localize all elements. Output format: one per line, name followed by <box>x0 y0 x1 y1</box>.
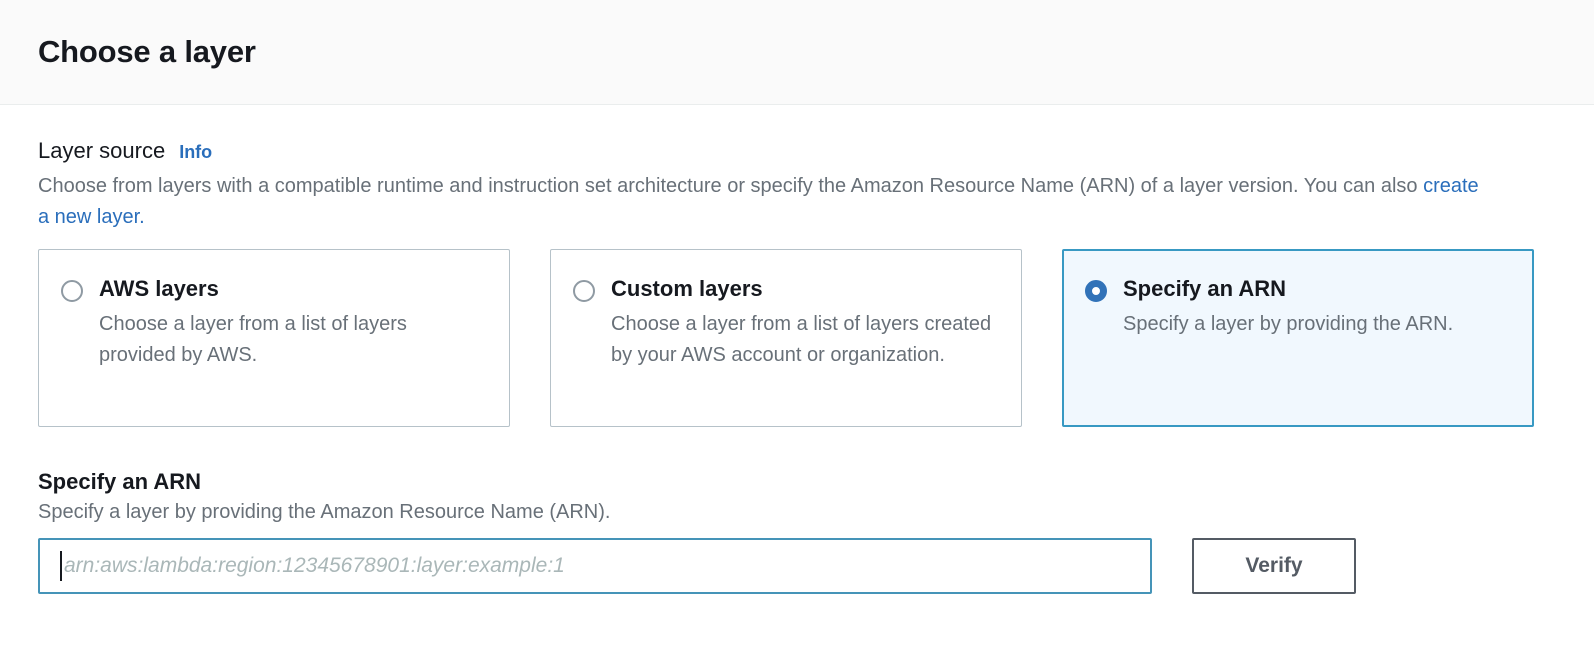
layer-source-description: Choose from layers with a compatible run… <box>38 171 1488 233</box>
radio-card-specify-arn-text: Specify an ARN Specify a layer by provid… <box>1123 276 1511 408</box>
arn-section-title: Specify an ARN <box>38 469 202 494</box>
radio-card-aws-layers-description: Choose a layer from a list of layers pro… <box>99 313 407 366</box>
radio-card-custom-layers-text: Custom layers Choose a layer from a list… <box>611 276 999 408</box>
radio-card-specify-arn-description: Specify a layer by providing the ARN. <box>1123 313 1454 335</box>
layer-source-radio-group: AWS layers Choose a layer from a list of… <box>38 249 1556 427</box>
info-link[interactable]: Info <box>179 142 213 162</box>
radio-card-custom-layers-title: Custom layers <box>611 276 763 301</box>
arn-input[interactable] <box>38 538 1152 594</box>
create-new-layer-link[interactable]: create a new layer. <box>38 175 1479 228</box>
radio-icon-specify-arn[interactable] <box>1085 280 1107 302</box>
modal-body: Layer source Info Choose from layers wit… <box>0 105 1594 594</box>
page-title: Choose a layer <box>38 34 256 69</box>
radio-card-specify-arn[interactable]: Specify an ARN Specify a layer by provid… <box>1062 249 1534 427</box>
radio-card-specify-arn-title: Specify an ARN <box>1123 276 1287 301</box>
radio-icon-aws-layers[interactable] <box>61 280 83 302</box>
arn-input-row: Verify <box>38 538 1556 594</box>
layer-source-label: Layer source <box>38 138 166 163</box>
radio-card-aws-layers-title: AWS layers <box>99 276 219 301</box>
radio-card-aws-layers-text: AWS layers Choose a layer from a list of… <box>99 276 487 408</box>
radio-card-aws-layers[interactable]: AWS layers Choose a layer from a list of… <box>38 249 510 427</box>
modal-header: Choose a layer <box>0 0 1594 105</box>
radio-icon-custom-layers[interactable] <box>573 280 595 302</box>
layer-source-label-row: Layer source Info <box>38 138 1556 164</box>
radio-card-custom-layers[interactable]: Custom layers Choose a layer from a list… <box>550 249 1022 427</box>
layer-source-description-text: Choose from layers with a compatible run… <box>38 175 1424 197</box>
radio-card-custom-layers-description: Choose a layer from a list of layers cre… <box>611 313 992 366</box>
arn-section-description: Specify a layer by providing the Amazon … <box>38 501 611 523</box>
arn-input-wrapper <box>38 538 1152 594</box>
verify-button[interactable]: Verify <box>1192 538 1356 594</box>
text-cursor <box>60 551 62 581</box>
